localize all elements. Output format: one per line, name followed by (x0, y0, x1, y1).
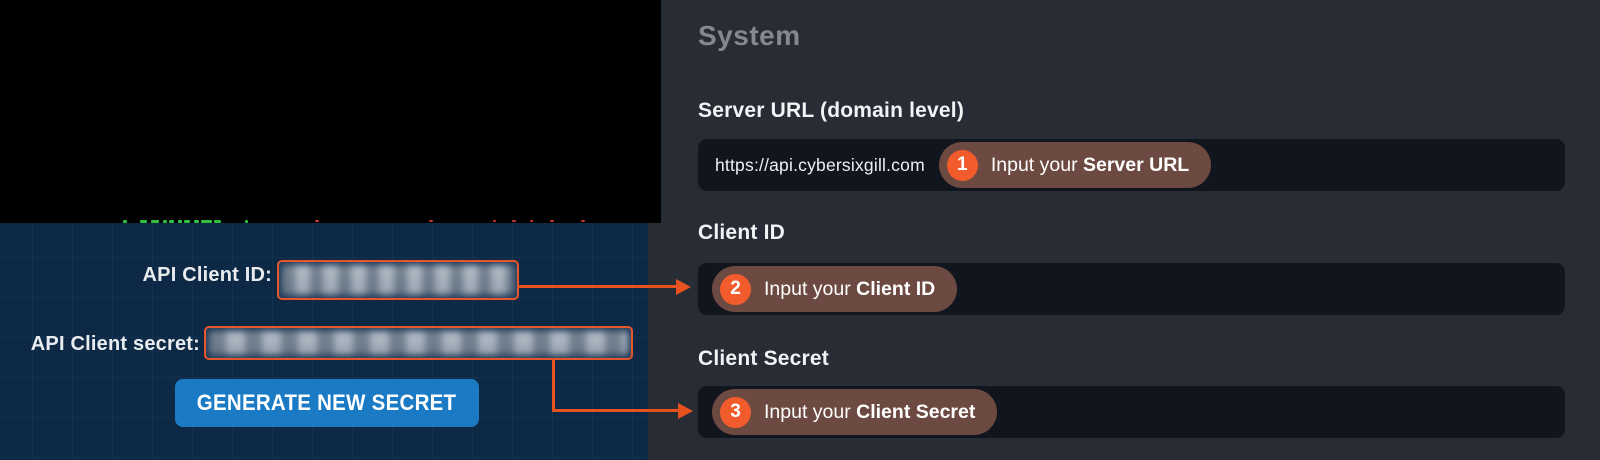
green-tick (178, 220, 182, 223)
red-tick (581, 220, 585, 222)
green-tick (194, 220, 199, 223)
api-client-id-blurred-value (282, 265, 514, 295)
client-id-input[interactable]: 2 Input your Client ID (698, 263, 1565, 315)
client-secret-arrowhead-icon (678, 403, 693, 419)
green-tick (151, 220, 159, 223)
green-tick (163, 220, 167, 223)
generate-new-secret-button[interactable]: GENERATE NEW SECRET (175, 379, 479, 427)
page-title: System (698, 20, 801, 51)
server-url-label: Server URL (domain level) (698, 99, 965, 122)
green-tick (245, 220, 248, 223)
api-client-id-label: API Client ID: (142, 264, 272, 286)
red-tick (315, 220, 319, 222)
step-number-3-icon: 3 (720, 396, 751, 428)
client-secret-input[interactable]: 3 Input your Client Secret (698, 386, 1565, 438)
api-client-secret-label: API Client secret: (30, 333, 200, 355)
red-tick (429, 220, 433, 222)
api-client-secret-value-box (204, 326, 633, 360)
api-client-secret-blurred-value (209, 331, 628, 355)
green-tick (169, 220, 174, 223)
server-url-input[interactable]: https://api.cybersixgill.com 1 Input you… (698, 139, 1565, 191)
annotation-text-1: Input your Server URL (990, 153, 1190, 176)
step-number-1-icon: 1 (946, 149, 978, 181)
red-tick (550, 220, 554, 222)
green-tick (201, 220, 212, 223)
client-id-arrow-line (519, 285, 677, 288)
annotation-text-3: Input your Client Secret (764, 400, 976, 423)
annotation-text-2: Input your Client ID (764, 277, 936, 300)
system-settings-panel: System Server URL (domain level) https:/… (648, 0, 1600, 460)
client-id-label: Client ID (698, 221, 785, 244)
red-tick (512, 220, 516, 222)
red-tick (530, 220, 533, 222)
step-number-2-icon: 2 (720, 273, 751, 305)
green-tick (214, 220, 221, 223)
server-url-value: https://api.cybersixgill.com (715, 154, 925, 175)
annotation-badge-1: 1 Input your Server URL (938, 142, 1212, 188)
api-portal-panel: API Client ID: API Client secret: GENERA… (0, 223, 648, 460)
green-tick (123, 220, 127, 223)
client-secret-arrow-vertical-line (552, 358, 555, 412)
api-client-id-value-box (277, 260, 519, 300)
black-screenshot-area (0, 0, 661, 223)
client-secret-arrow-horizontal-line (552, 409, 679, 412)
red-tick (493, 220, 496, 222)
client-id-arrowhead-icon (676, 279, 691, 295)
green-tick (184, 220, 190, 223)
annotation-badge-2: 2 Input your Client ID (712, 266, 958, 312)
green-tick (140, 220, 147, 223)
client-secret-label: Client Secret (698, 347, 829, 370)
annotation-badge-3: 3 Input your Client Secret (712, 389, 998, 435)
